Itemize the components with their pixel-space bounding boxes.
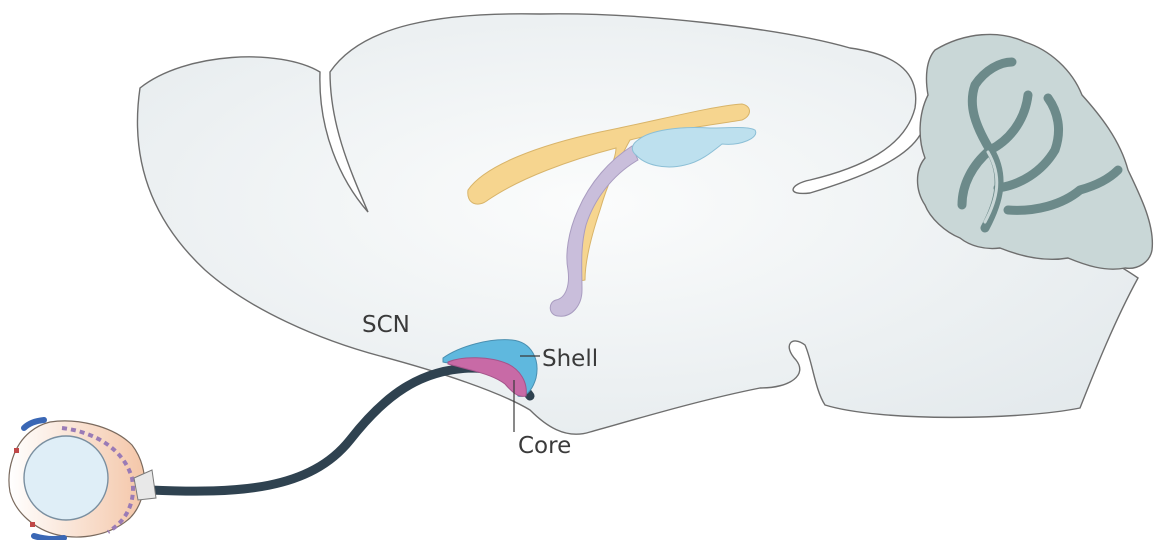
scn-label: SCN [362, 312, 410, 338]
optic-tract [150, 368, 530, 491]
eye-icon [9, 420, 156, 539]
core-label: Core [518, 433, 571, 459]
shell-label: Shell [542, 346, 598, 372]
cerebellum [918, 34, 1153, 269]
